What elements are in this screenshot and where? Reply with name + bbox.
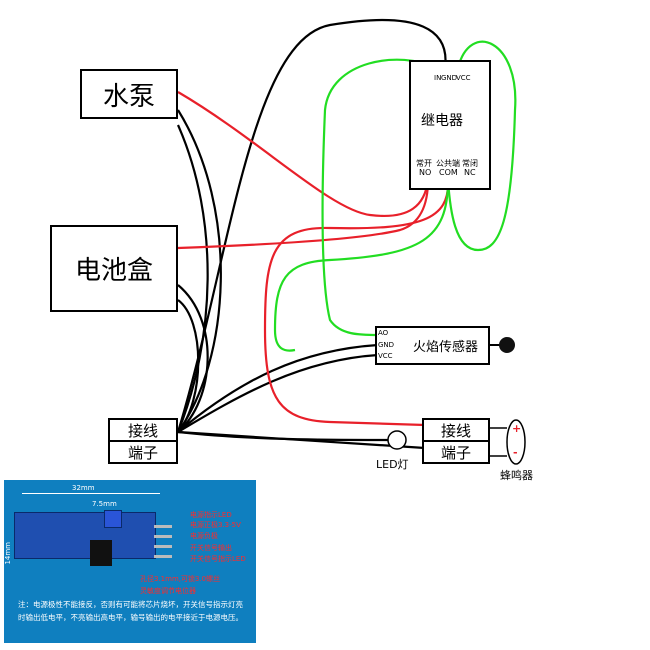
ic-chip	[90, 540, 112, 566]
terminal-right-bottom: 端子	[422, 440, 490, 464]
red-wire-pump	[177, 91, 430, 218]
pcb-board	[14, 512, 156, 559]
relay-nc-cn: 常闭	[462, 159, 478, 168]
relay-pin-label-in: IN	[434, 74, 442, 82]
flame-sensor-probe-icon	[499, 337, 515, 353]
black-wire-pump-2	[176, 124, 209, 433]
buzzer-minus: -	[513, 446, 518, 459]
buzzer-label: 蜂鸣器	[500, 469, 533, 482]
relay-no-en: NO	[419, 168, 432, 177]
green-wire-relay-vcc	[321, 58, 438, 337]
photo-note: 注：电源极性不能接反，否则有可能将芯片烧坏，开关信号指示灯亮时输出低电平，不亮输…	[18, 600, 243, 622]
flame-pin-vcc: VCC	[378, 352, 393, 360]
annotation-power-positive: 电源正极3.3-5V	[190, 521, 241, 529]
black-wire-battery-1	[177, 284, 209, 433]
relay-title: 继电器	[421, 113, 463, 129]
annotation-hole-size: 孔径3.1mm,可锁3.0螺丝	[140, 575, 221, 583]
relay-pin-label-gnd: GND	[441, 74, 458, 82]
terminal-right-top: 接线	[422, 418, 490, 442]
led-icon	[387, 430, 407, 450]
annotation-power-negative: 电源负极	[190, 532, 218, 540]
relay-com-en: COM	[439, 168, 458, 177]
annotation-signal-led: 开关信号指示LED	[190, 555, 246, 563]
pump-box: 水泵	[80, 69, 178, 119]
battery-label: 电池盒	[74, 256, 153, 286]
led-label: LED灯	[376, 458, 409, 471]
relay-nc-en: NC	[464, 168, 476, 177]
terminal-left-bottom: 端子	[108, 440, 178, 464]
red-wire-battery	[177, 179, 430, 250]
black-wire-pump-1	[177, 109, 222, 433]
black-wire-flame-gnd	[177, 343, 379, 433]
buzzer-plus: +	[512, 422, 522, 435]
buzzer-icon	[506, 419, 526, 465]
flame-pin-ao: AO	[378, 329, 389, 337]
black-wire-flame-vcc	[177, 353, 379, 433]
battery-box: 电池盒	[50, 225, 178, 312]
flame-sensor-label: 火焰传感器	[412, 340, 478, 355]
dim-width: 32mm	[72, 484, 95, 492]
relay-com-cn: 公共端	[436, 159, 460, 168]
annotation-signal-output: 开关信号输出	[190, 544, 232, 552]
sensor-module-photo: 32mm 7.5mm 14mm 电源指示LED 电源正极3.3-5V 电源负极 …	[4, 480, 256, 643]
relay-pin-label-vcc: VCC	[456, 74, 471, 82]
annotation-power-led: 电源指示LED	[190, 511, 232, 519]
relay-box: 继电器	[409, 60, 491, 190]
black-wire-led	[177, 430, 391, 442]
relay-no-cn: 常开	[416, 159, 432, 168]
pump-label: 水泵	[102, 81, 155, 112]
flame-pin-gnd: GND	[378, 341, 395, 349]
green-wire-com	[273, 179, 450, 352]
dim-height: 14mm	[4, 542, 12, 565]
red-wire-com	[263, 179, 450, 427]
flame-sensor-box: 火焰传感器	[375, 326, 490, 365]
green-wire-relay-gnd	[446, 40, 517, 252]
dim-pot: 7.5mm	[92, 500, 117, 508]
terminal-left-top: 接线	[108, 418, 178, 442]
annotation-sensitivity-pot: 灵敏度调节电位器	[140, 587, 196, 595]
black-wire-relay-in	[176, 18, 447, 433]
potentiometer-icon	[104, 510, 122, 528]
